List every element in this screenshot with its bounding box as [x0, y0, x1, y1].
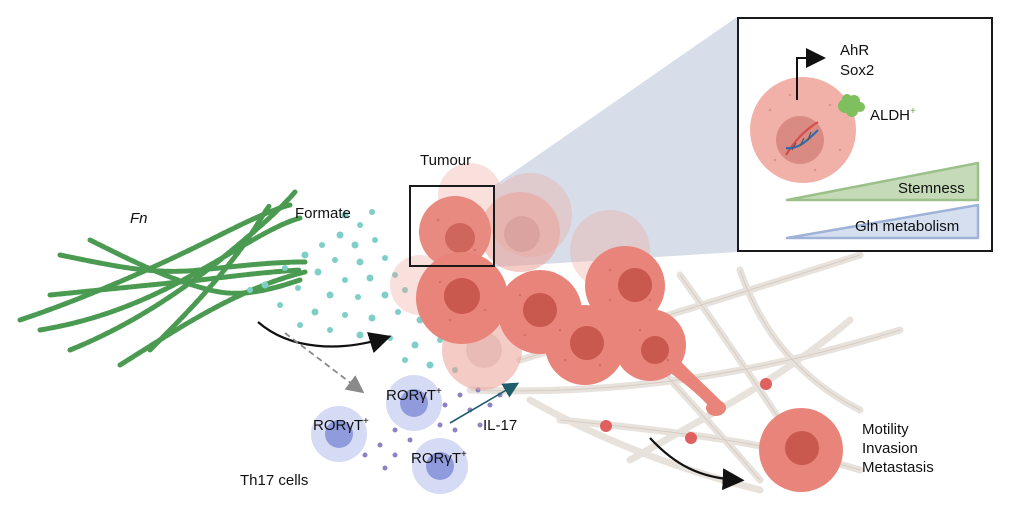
th17-label: Th17 cells	[240, 472, 309, 489]
tumour-mass	[390, 163, 726, 416]
outcomes-list: Motility Invasion Metastasis	[862, 420, 934, 477]
stemness-gradient-bar	[785, 161, 980, 202]
rorgt-label: RORγT+	[411, 449, 467, 467]
rorgt-label: RORγT+	[386, 386, 442, 404]
gln-gradient-bar	[785, 203, 980, 240]
inset-panel	[737, 17, 993, 252]
inset-frame	[737, 17, 993, 252]
tumour-cell	[419, 196, 491, 268]
formate-arrow	[257, 321, 392, 354]
migrating-tumour-cell	[614, 309, 726, 416]
aldh-label: ALDH+	[870, 106, 916, 124]
il17-label: IL-17	[483, 417, 518, 434]
rorgt-label: RORγT+	[313, 416, 369, 434]
dna-icon	[785, 121, 819, 156]
tumour-label: Tumour	[420, 152, 472, 169]
th17-induction-arrow	[284, 332, 365, 394]
gln-metabolism-label: Gln metabolism	[855, 218, 960, 235]
fn-bacteria	[17, 189, 308, 368]
th17-cell	[386, 375, 442, 431]
metastatic-tumour-cell	[759, 408, 843, 492]
tumour-cell	[585, 246, 665, 326]
tumour-cell	[416, 252, 508, 344]
tumour-cell	[545, 305, 625, 385]
formate-label: Formate	[295, 205, 351, 222]
fn-label: Fn	[130, 210, 148, 227]
ahr-label: AhR	[840, 42, 870, 59]
th17-cell	[311, 406, 367, 462]
aldh-protein-icon	[838, 94, 865, 117]
outcome-item: Motility	[862, 421, 909, 438]
zoom-region-frame	[409, 185, 495, 267]
outcome-item: Metastasis	[862, 459, 934, 476]
stemness-label: Stemness	[898, 180, 965, 197]
circulating-tumour-cells	[600, 378, 772, 444]
zoom-cone	[495, 17, 737, 267]
sox2-label: Sox2	[840, 62, 875, 79]
transcription-arrow	[796, 48, 826, 100]
th17-cell	[412, 438, 468, 494]
metastasis-arrow	[649, 437, 745, 491]
outcome-item: Invasion	[862, 440, 918, 457]
il17-arrow	[449, 382, 520, 424]
